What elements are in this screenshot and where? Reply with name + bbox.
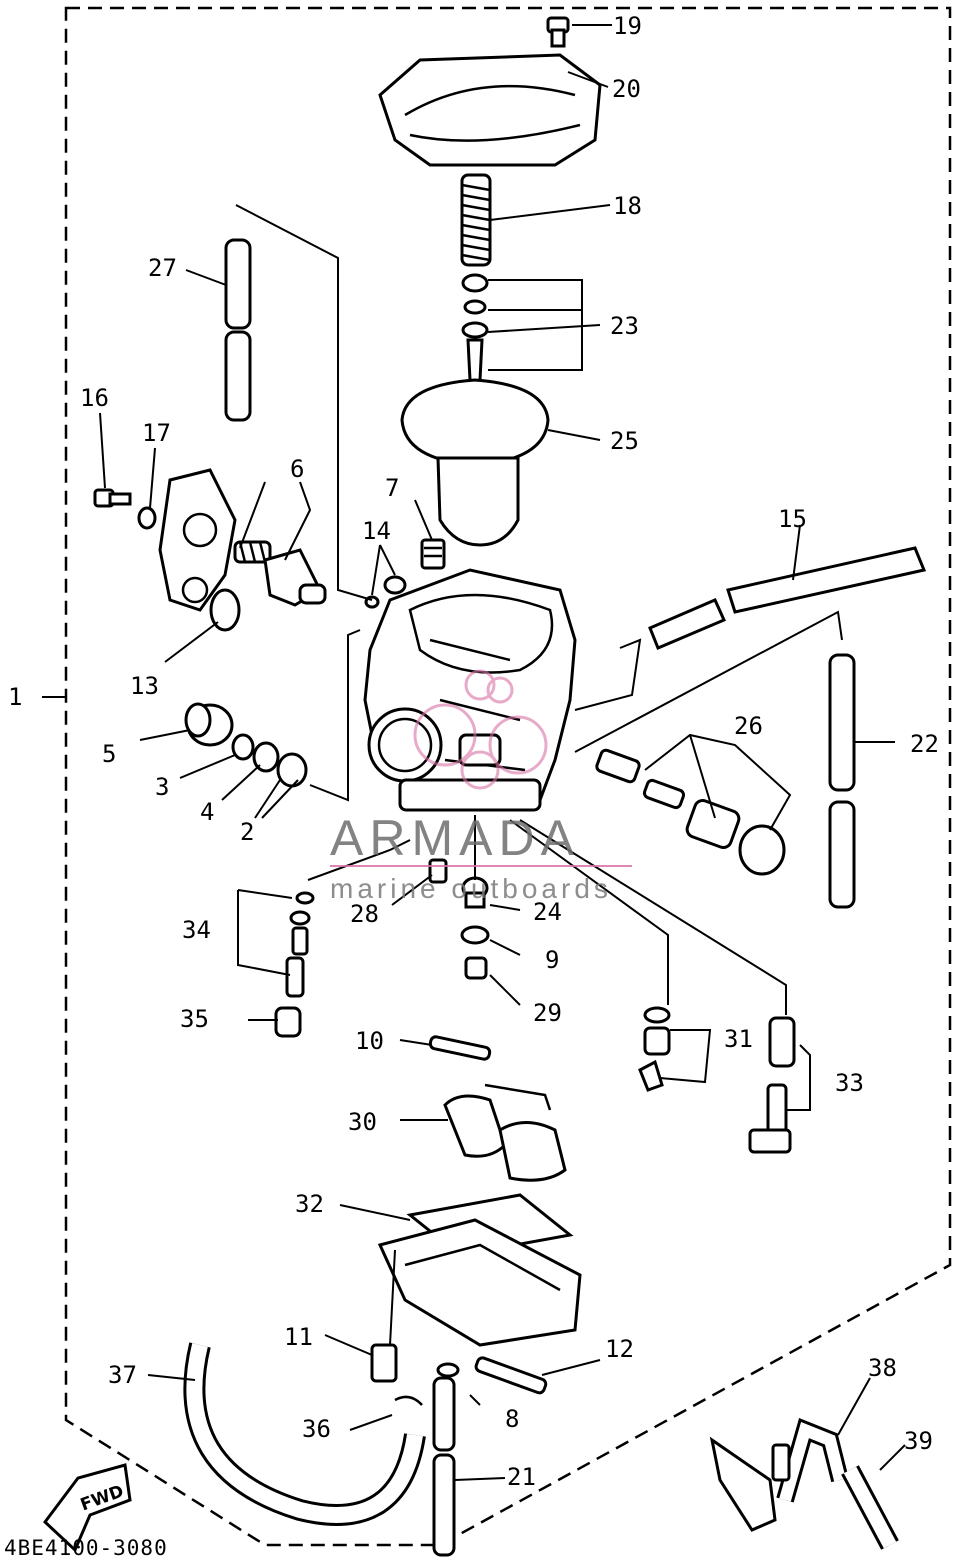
fwd-arrow-icon: FWD [42,1463,132,1553]
left-parts [93,468,446,788]
label-36: 36 [302,1415,331,1443]
top-cover-group [378,16,602,547]
label-29: 29 [533,999,562,1027]
label-5: 5 [102,740,116,768]
label-28: 28 [350,900,379,928]
label-9: 9 [545,946,559,974]
part-number-labels: 19 20 18 23 25 27 16 17 6 7 14 15 13 1 2… [8,12,939,1491]
float-bowl-group [183,1193,582,1557]
carburetor-body [363,568,577,812]
watermark-tagline: marine outboards [330,873,612,904]
label-14: 14 [362,517,391,545]
watermark: ARMADA marine outboards [330,669,632,904]
label-1: 1 [8,683,22,711]
watermark-logo-icon [413,669,548,790]
label-38: 38 [868,1354,897,1382]
label-2: 2 [240,818,254,846]
label-13: 13 [130,672,159,700]
label-35: 35 [180,1005,209,1033]
jet-parts [274,858,796,1182]
label-8: 8 [505,1405,519,1433]
label-4: 4 [200,798,214,826]
label-26: 26 [734,712,763,740]
hoses [224,238,927,909]
watermark-brand: ARMADA [330,810,580,866]
label-31: 31 [724,1025,753,1053]
label-17: 17 [142,419,171,447]
label-22: 22 [910,730,939,758]
label-15: 15 [778,505,807,533]
diaphragm [400,378,550,467]
label-25: 25 [610,427,639,455]
label-20: 20 [612,75,641,103]
label-18: 18 [613,192,642,220]
label-6: 6 [290,455,304,483]
idle-screw-parts [595,748,786,876]
label-39: 39 [904,1427,933,1455]
label-27: 27 [148,254,177,282]
label-37: 37 [108,1361,137,1389]
label-3: 3 [155,773,169,801]
label-19: 19 [613,12,642,40]
drawing-code: 4BE4100-3080 [4,1536,168,1560]
label-34: 34 [182,916,211,944]
label-21: 21 [507,1463,536,1491]
spring-18 [460,173,492,267]
label-16: 16 [80,384,109,412]
label-32: 32 [295,1190,324,1218]
label-33: 33 [835,1069,864,1097]
label-7: 7 [385,474,399,502]
label-23: 23 [610,312,639,340]
assembly-boundary [64,6,952,1547]
label-11: 11 [284,1323,313,1351]
label-10: 10 [355,1027,384,1055]
label-12: 12 [605,1335,634,1363]
label-24: 24 [533,898,562,926]
leader-lines [42,24,906,1481]
label-30: 30 [348,1108,377,1136]
drain-bracket [709,1417,899,1550]
top-cover [378,53,602,167]
